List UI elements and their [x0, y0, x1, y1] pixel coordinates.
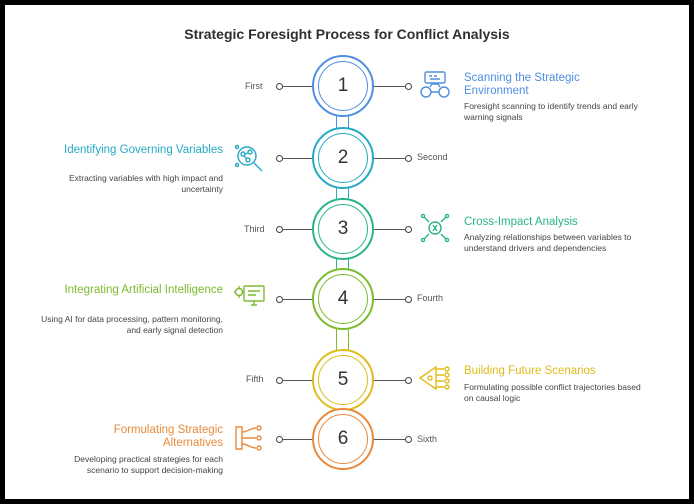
step-2-number: 2: [318, 133, 368, 183]
step-1-number: 1: [318, 61, 368, 111]
binoculars-icon: [420, 71, 450, 98]
step-4-ordinal: Fourth: [417, 293, 444, 303]
step-1-ordinal: First: [245, 81, 263, 91]
step-5-circle: 5: [312, 349, 374, 411]
step-6-description: Developing practical strategies for each…: [74, 454, 223, 475]
step-4-number: 4: [318, 274, 368, 324]
step-2-description: Extracting variables with high impact an…: [68, 173, 223, 194]
step-3-ordinal: Third: [244, 224, 265, 234]
scenario-funnel-icon: [418, 365, 450, 391]
step-5-ordinal: Fifth: [246, 374, 264, 384]
step-5-description: Formulating possible conflict trajectori…: [464, 382, 641, 403]
step-6-number: 6: [318, 414, 368, 464]
step-1-description: Foresight scanning to identify trends an…: [464, 101, 638, 122]
page-title: Strategic Foresight Process for Conflict…: [184, 26, 510, 42]
step-1-heading: Scanning the Strategic Environment: [464, 72, 580, 97]
strategy-paths-icon: [235, 425, 262, 451]
spine-segment-4: [336, 323, 349, 355]
step-6-ordinal: Sixth: [417, 434, 438, 444]
step-5-number: 5: [318, 355, 368, 405]
step-3-circle: 3: [312, 198, 374, 260]
step-3-number: 3: [318, 204, 368, 254]
step-3-heading: Cross-Impact Analysis: [464, 216, 578, 228]
step-6-circle: 6: [312, 408, 374, 470]
step-2-circle: 2: [312, 127, 374, 189]
step-4-heading: Integrating Artificial Intelligence: [64, 284, 223, 296]
step-1-circle: 1: [312, 55, 374, 117]
magnifier-network-icon: [234, 144, 263, 172]
step-4-circle: 4: [312, 268, 374, 330]
step-3-description: Analyzing relationships between variable…: [464, 232, 632, 253]
ai-monitor-icon: [234, 285, 265, 306]
step-6-heading: Formulating Strategic Alternatives: [113, 424, 223, 449]
cross-impact-icon: [420, 213, 450, 243]
step-4-description: Using AI for data processing, pattern mo…: [41, 314, 223, 335]
step-5-heading: Building Future Scenarios: [464, 365, 596, 377]
step-2-ordinal: Second: [417, 152, 448, 162]
step-2-heading: Identifying Governing Variables: [64, 144, 223, 156]
